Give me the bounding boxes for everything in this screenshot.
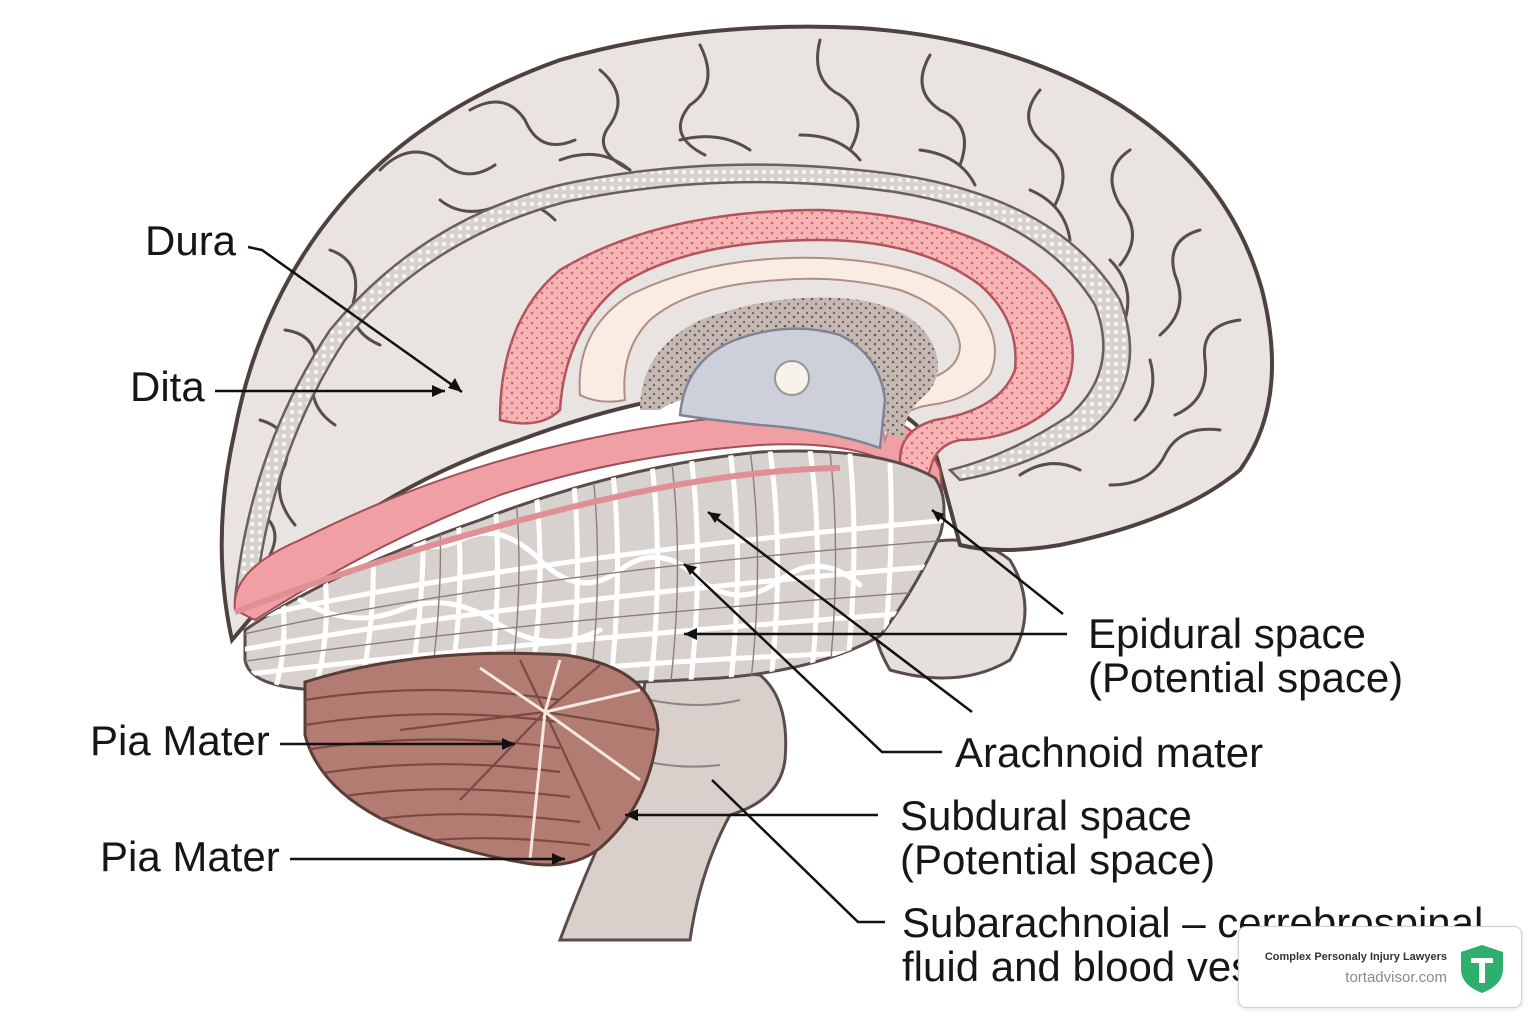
watermark-badge[interactable]: Complex Personaly Injury Lawyers tortadv… (1238, 926, 1522, 1008)
label-dita: Dita (130, 363, 205, 410)
label-dura: Dura (145, 217, 237, 264)
leader-epidural (931, 509, 1064, 615)
dura-band (233, 163, 1132, 602)
meninges-layers (233, 163, 1132, 622)
label-pia-mater-2: Pia Mater (100, 833, 280, 880)
watermark-title: Complex Personaly Injury Lawyers (1264, 951, 1447, 963)
leader-arachnoid (707, 511, 973, 713)
leader-subarach (711, 779, 885, 924)
label-subarach-line2: fluid and blood ves (902, 943, 1253, 989)
label-epidural-line1: Epidural space (1088, 610, 1366, 657)
cerebellum (303, 651, 660, 867)
watermark-site: tortadvisor.com (1345, 969, 1447, 986)
label-epidural-space: Epidural space (Potential space) (1088, 612, 1403, 700)
leader-arrowheads (432, 378, 944, 865)
label-subdural-line1: Subdural space (900, 792, 1192, 839)
label-pia-mater-1: Pia Mater (90, 717, 270, 764)
leader-dura (247, 245, 463, 394)
leader-lines (215, 245, 1067, 924)
label-arachnoid-mater: Arachnoid mater (955, 729, 1264, 776)
label-subdural-space: Subdural space (Potential space) (900, 794, 1215, 882)
leader-arachnoid-2 (683, 563, 942, 754)
label-subdural-line2: (Potential space) (900, 836, 1216, 883)
shield-icon (1461, 945, 1503, 993)
ventricle-nodule (774, 360, 810, 396)
label-epidural-line2: (Potential space) (1088, 654, 1404, 701)
